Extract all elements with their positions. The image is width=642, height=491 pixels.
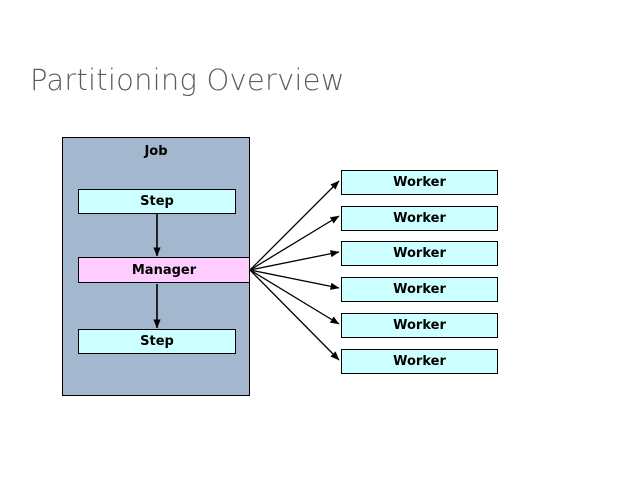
node-worker-5[interactable]: Worker [341, 313, 498, 338]
node-manager[interactable]: Manager [78, 257, 250, 283]
node-worker-2[interactable]: Worker [341, 206, 498, 231]
node-worker-1[interactable]: Worker [341, 170, 498, 195]
arrow-manager-to-worker-5 [249, 269, 340, 325]
node-worker-6[interactable]: Worker [341, 349, 498, 374]
arrow-manager-to-worker-2 [249, 215, 340, 271]
page-title: Partitioning Overview [30, 63, 345, 97]
node-worker-4[interactable]: Worker [341, 277, 498, 302]
node-step-top[interactable]: Step [78, 189, 236, 214]
node-step-bottom[interactable]: Step [78, 329, 236, 354]
node-worker-3[interactable]: Worker [341, 241, 498, 266]
arrow-manager-to-worker-1 [249, 180, 340, 271]
arrow-manager-to-worker-4 [249, 269, 340, 290]
arrow-manager-to-worker-6 [249, 269, 340, 361]
job-label: Job [144, 144, 168, 159]
arrow-manager-to-worker-3 [249, 250, 340, 271]
